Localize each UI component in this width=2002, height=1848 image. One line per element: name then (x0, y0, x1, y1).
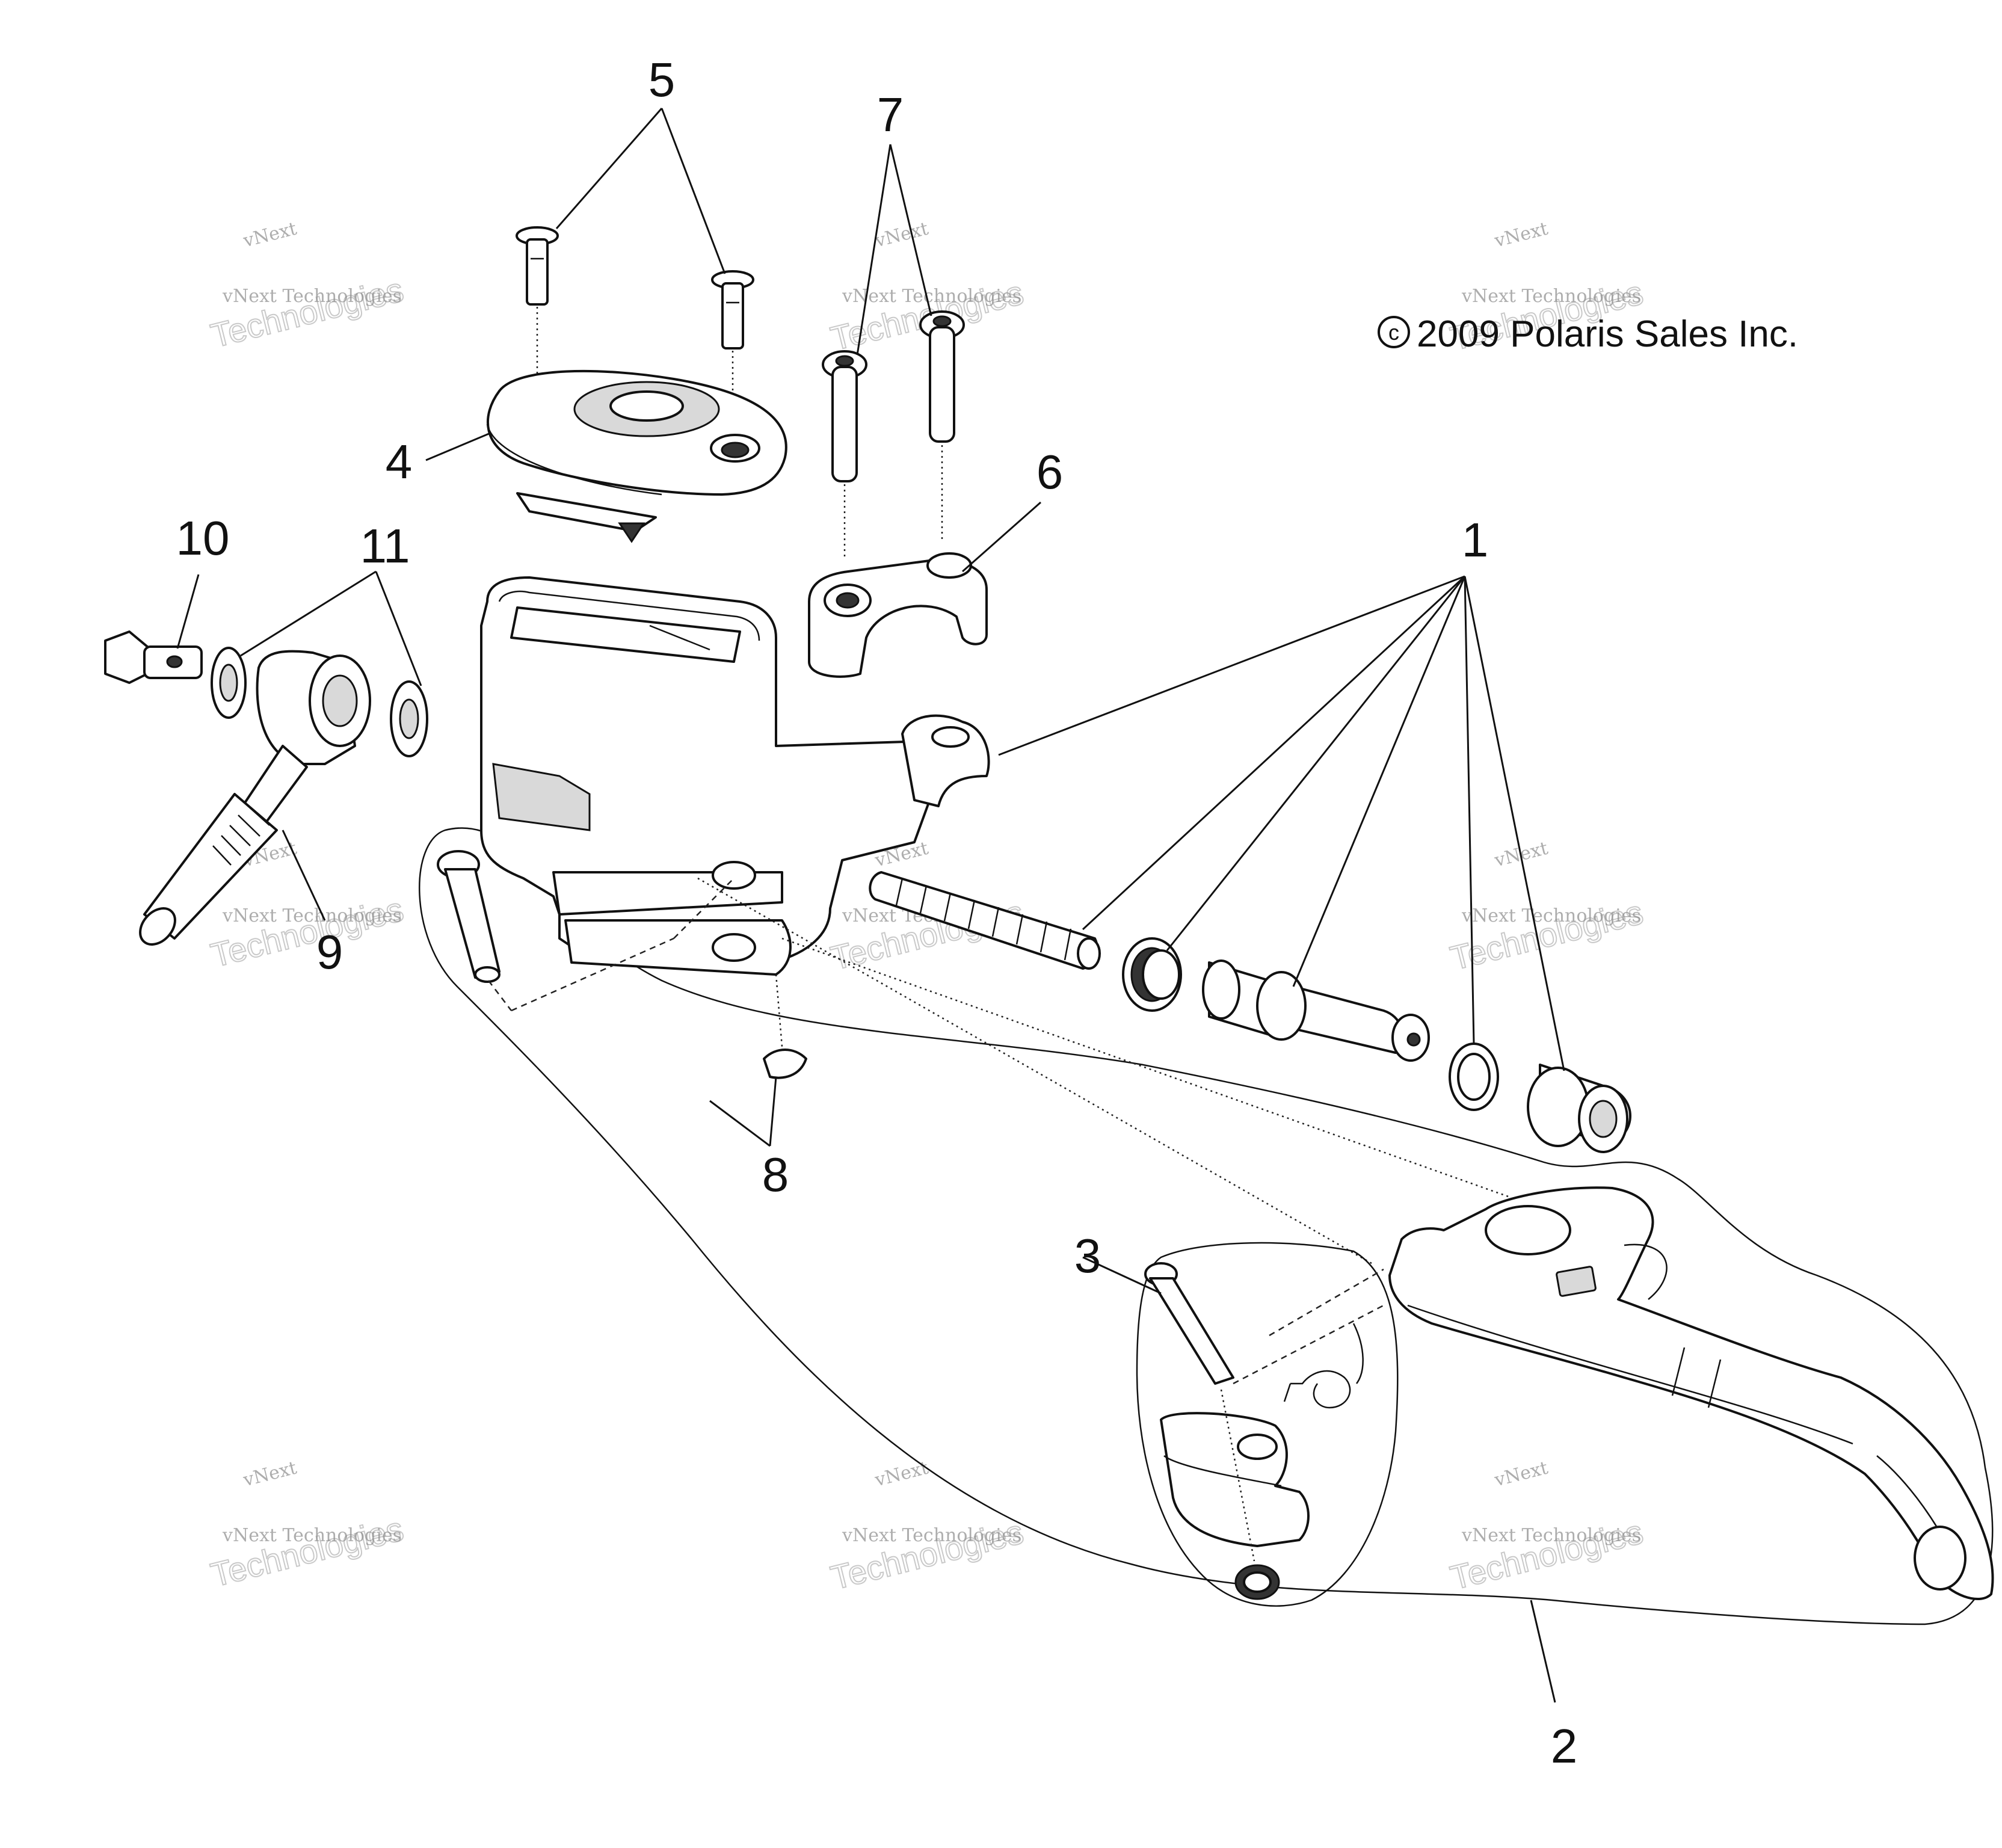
copyright-symbol: c (1388, 320, 1399, 345)
watermark-top-left: vNext vNext Technologies Technologies (206, 218, 407, 356)
watermark-bottom-left: vNext vNext Technologies Technologies (206, 1458, 407, 1595)
svg-text:vNext: vNext (1492, 1458, 1550, 1491)
callout-5: 5 (648, 53, 676, 106)
watermark-bottom-center: vNext vNext Technologies Technologies (827, 1458, 1027, 1598)
callout-7: 7 (877, 88, 904, 141)
switch-spring (1283, 1323, 1364, 1409)
svg-text:vNext Technologies: vNext Technologies (1461, 1525, 1641, 1546)
callout-9: 9 (316, 925, 343, 979)
watermark-top-right: vNext vNext Technologies Technologies (1446, 218, 1647, 359)
callout-4: 4 (386, 435, 413, 488)
svg-text:vNext Technologies: vNext Technologies (842, 286, 1021, 307)
svg-text:vNext: vNext (872, 218, 931, 252)
piston-seal (1122, 937, 1182, 1012)
sealing-washer-right (390, 680, 428, 757)
leader-lines (176, 108, 1565, 1703)
clamp-bolt-right (919, 310, 965, 443)
svg-text:Technologies: Technologies (207, 890, 407, 974)
watermark-bottom-right: vNext vNext Technologies Technologies (1446, 1458, 1647, 1598)
callout-8: 8 (762, 1148, 789, 1201)
switch-assembly-inset (1136, 1242, 1399, 1607)
retaining-clip (763, 1049, 807, 1079)
svg-text:vNext Technologies: vNext Technologies (222, 1525, 402, 1546)
dust-boot (1527, 1064, 1631, 1153)
cap-screw-left (516, 226, 559, 306)
piston (1202, 959, 1430, 1062)
svg-text:vNext: vNext (241, 218, 299, 252)
master-cylinder-body (480, 576, 990, 976)
watermark-mid-right: vNext vNext Technologies Technologies (1446, 838, 1647, 978)
switch-clip (1234, 1564, 1280, 1600)
callout-1: 1 (1462, 513, 1489, 567)
callout-10: 10 (176, 511, 230, 565)
brake-switch (1160, 1412, 1310, 1547)
brake-lever (1388, 1186, 1994, 1601)
svg-text:Technologies: Technologies (207, 1509, 407, 1594)
sealing-washer-left (211, 647, 247, 719)
watermark-top-center: vNext vNext Technologies Technologies (827, 218, 1027, 359)
svg-text:vNext Technologies: vNext Technologies (222, 286, 402, 307)
svg-text:vNext Technologies: vNext Technologies (1461, 286, 1641, 307)
callout-6: 6 (1036, 445, 1064, 499)
svg-text:vNext Technologies: vNext Technologies (1461, 905, 1641, 926)
callout-2: 2 (1551, 1719, 1578, 1773)
reservoir-cap (486, 369, 787, 543)
banjo-bolt (104, 630, 203, 684)
svg-text:vNext: vNext (241, 1458, 299, 1491)
piston-washer (1449, 1043, 1499, 1111)
copyright-icon (1378, 316, 1410, 348)
callout-11: 11 (360, 519, 410, 573)
svg-text:vNext: vNext (872, 1458, 931, 1491)
return-spring (869, 871, 1101, 970)
switch-pin (1144, 1262, 1234, 1385)
lever-assembly-outline (419, 827, 1994, 1625)
pivot-pin (437, 850, 500, 983)
handlebar-clamp (808, 552, 988, 678)
svg-text:vNext Technologies: vNext Technologies (222, 905, 402, 926)
callout-3: 3 (1074, 1229, 1101, 1283)
svg-text:vNext: vNext (1492, 218, 1550, 252)
clamp-bolt-left (822, 350, 867, 482)
copyright-text: 2009 Polaris Sales Inc. (1417, 313, 1798, 355)
copyright-notice: c 2009 Polaris Sales Inc. (1378, 313, 1798, 355)
svg-text:Technologies: Technologies (207, 270, 407, 354)
brake-hose-fitting (139, 650, 371, 946)
cap-screw-right (711, 270, 754, 350)
svg-text:vNext Technologies: vNext Technologies (842, 1525, 1021, 1546)
